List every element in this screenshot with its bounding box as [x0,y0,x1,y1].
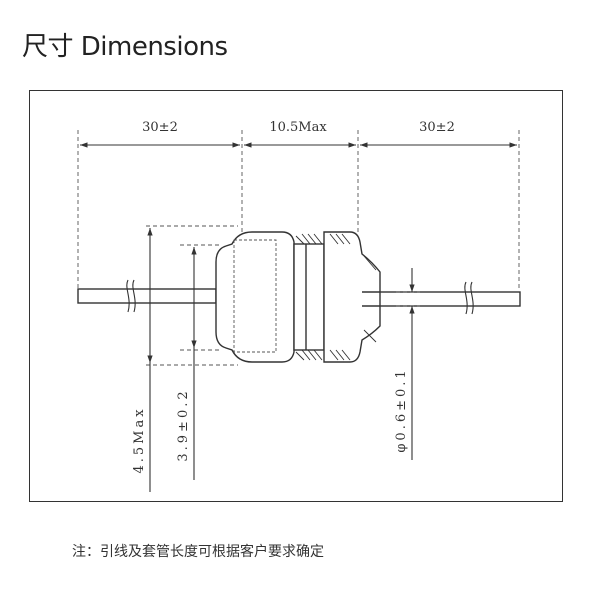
footnote: 注：引线及套管长度可根据客户要求确定 [72,544,324,560]
dim-label-max-diameter: 4.5Max [132,406,147,473]
section-hatching [295,233,377,361]
resistor-body [215,231,381,363]
break-mark-right [464,281,474,315]
dim-label-lead-diameter: φ0.6±0.1 [394,367,409,452]
break-mark-left [126,279,136,313]
dim-label-body-length: 10.5Max [269,120,327,135]
page-title: 尺寸 Dimensions [22,32,228,62]
dim-label-lead-left: 30±2 [142,120,178,135]
extension-lines [77,130,520,366]
lead-wire-left [77,288,217,304]
drawing-frame [29,90,563,502]
dim-label-body-diameter: 3.9±0.2 [176,388,191,461]
hidden-outline [233,239,277,353]
dim-label-lead-right: 30±2 [419,120,455,135]
lead-wire-right [361,291,521,307]
